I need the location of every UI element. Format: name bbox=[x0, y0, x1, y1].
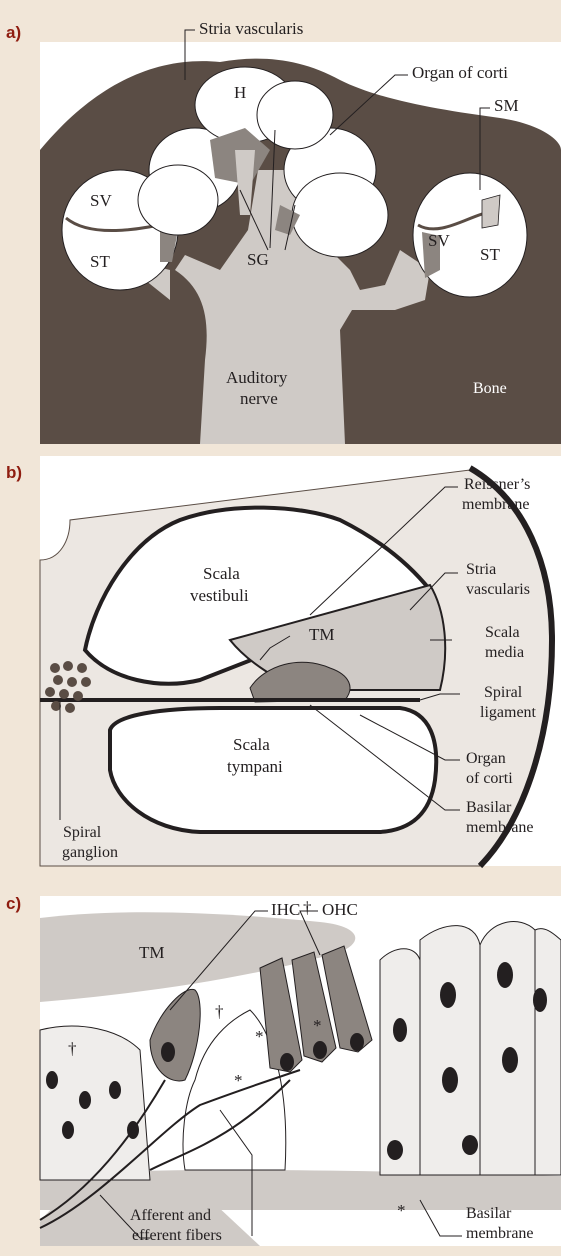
label-stria-vascularis-a: Stria vascularis bbox=[199, 19, 303, 38]
label-auditory-nerve-2: nerve bbox=[240, 389, 278, 408]
label-dagger-mid: † bbox=[215, 1002, 224, 1021]
label-reissner-1: Reissner’s bbox=[464, 476, 530, 493]
label-spiral-ganglion-2: ganglion bbox=[62, 844, 118, 861]
label-st-right: ST bbox=[480, 245, 500, 264]
label-dagger-left: † bbox=[68, 1039, 77, 1058]
panel-a: a) bbox=[6, 19, 561, 444]
label-star-1: * bbox=[234, 1071, 243, 1090]
label-tm-b: TM bbox=[309, 625, 335, 644]
label-spiral-ligament-1: Spiral bbox=[484, 684, 523, 701]
panel-c-letter: c) bbox=[6, 894, 21, 913]
label-stria-2: vascularis bbox=[466, 581, 530, 598]
left-cells bbox=[40, 1026, 150, 1180]
label-spiral-ganglion-1: Spiral bbox=[63, 824, 102, 841]
label-sv-left: SV bbox=[90, 191, 112, 210]
label-basilar-b-2: membrane bbox=[466, 819, 534, 836]
label-afferent-1: Afferent and bbox=[130, 1207, 211, 1224]
panel-a-letter: a) bbox=[6, 23, 21, 42]
label-st-left: ST bbox=[90, 252, 110, 271]
label-stria-1: Stria bbox=[466, 561, 496, 578]
label-sg: SG bbox=[247, 250, 269, 269]
panel-b-letter: b) bbox=[6, 463, 22, 482]
label-scala-tympani-2: tympani bbox=[227, 757, 283, 776]
label-organ-1: Organ bbox=[466, 750, 506, 767]
label-star-3: * bbox=[313, 1016, 322, 1035]
label-afferent-2: efferent fibers bbox=[132, 1227, 222, 1244]
label-scala-media-1: Scala bbox=[485, 624, 520, 641]
label-bone: Bone bbox=[473, 380, 507, 397]
label-organ-2: of corti bbox=[466, 770, 513, 787]
label-ohc: OHC bbox=[322, 900, 358, 919]
panel-c: c) bbox=[6, 894, 561, 1246]
label-h: H bbox=[234, 83, 246, 102]
label-scala-vestibuli-1: Scala bbox=[203, 564, 240, 583]
label-star-2: * bbox=[255, 1027, 264, 1046]
label-star-bottom: * bbox=[397, 1201, 406, 1220]
label-auditory-nerve-1: Auditory bbox=[226, 368, 288, 387]
label-scala-vestibuli-2: vestibuli bbox=[190, 586, 249, 605]
label-dagger-top: † bbox=[303, 898, 312, 917]
panel-b: b) Reis bbox=[6, 456, 561, 866]
label-reissner-2: membrane bbox=[462, 496, 530, 513]
label-basilar-c-1: Basilar bbox=[466, 1205, 512, 1222]
label-scala-tympani-1: Scala bbox=[233, 735, 270, 754]
label-basilar-c-2: membrane bbox=[466, 1225, 534, 1242]
label-ihc: IHC bbox=[271, 900, 300, 919]
ihc-nucleus bbox=[161, 1042, 175, 1062]
label-tm-c: TM bbox=[139, 943, 165, 962]
label-scala-media-2: media bbox=[485, 644, 524, 661]
label-sm: SM bbox=[494, 96, 519, 115]
label-spiral-ligament-2: ligament bbox=[480, 704, 537, 721]
label-basilar-b-1: Basilar bbox=[466, 799, 512, 816]
label-organ-of-corti-a: Organ of corti bbox=[412, 63, 508, 82]
label-sv-right: SV bbox=[428, 231, 450, 250]
